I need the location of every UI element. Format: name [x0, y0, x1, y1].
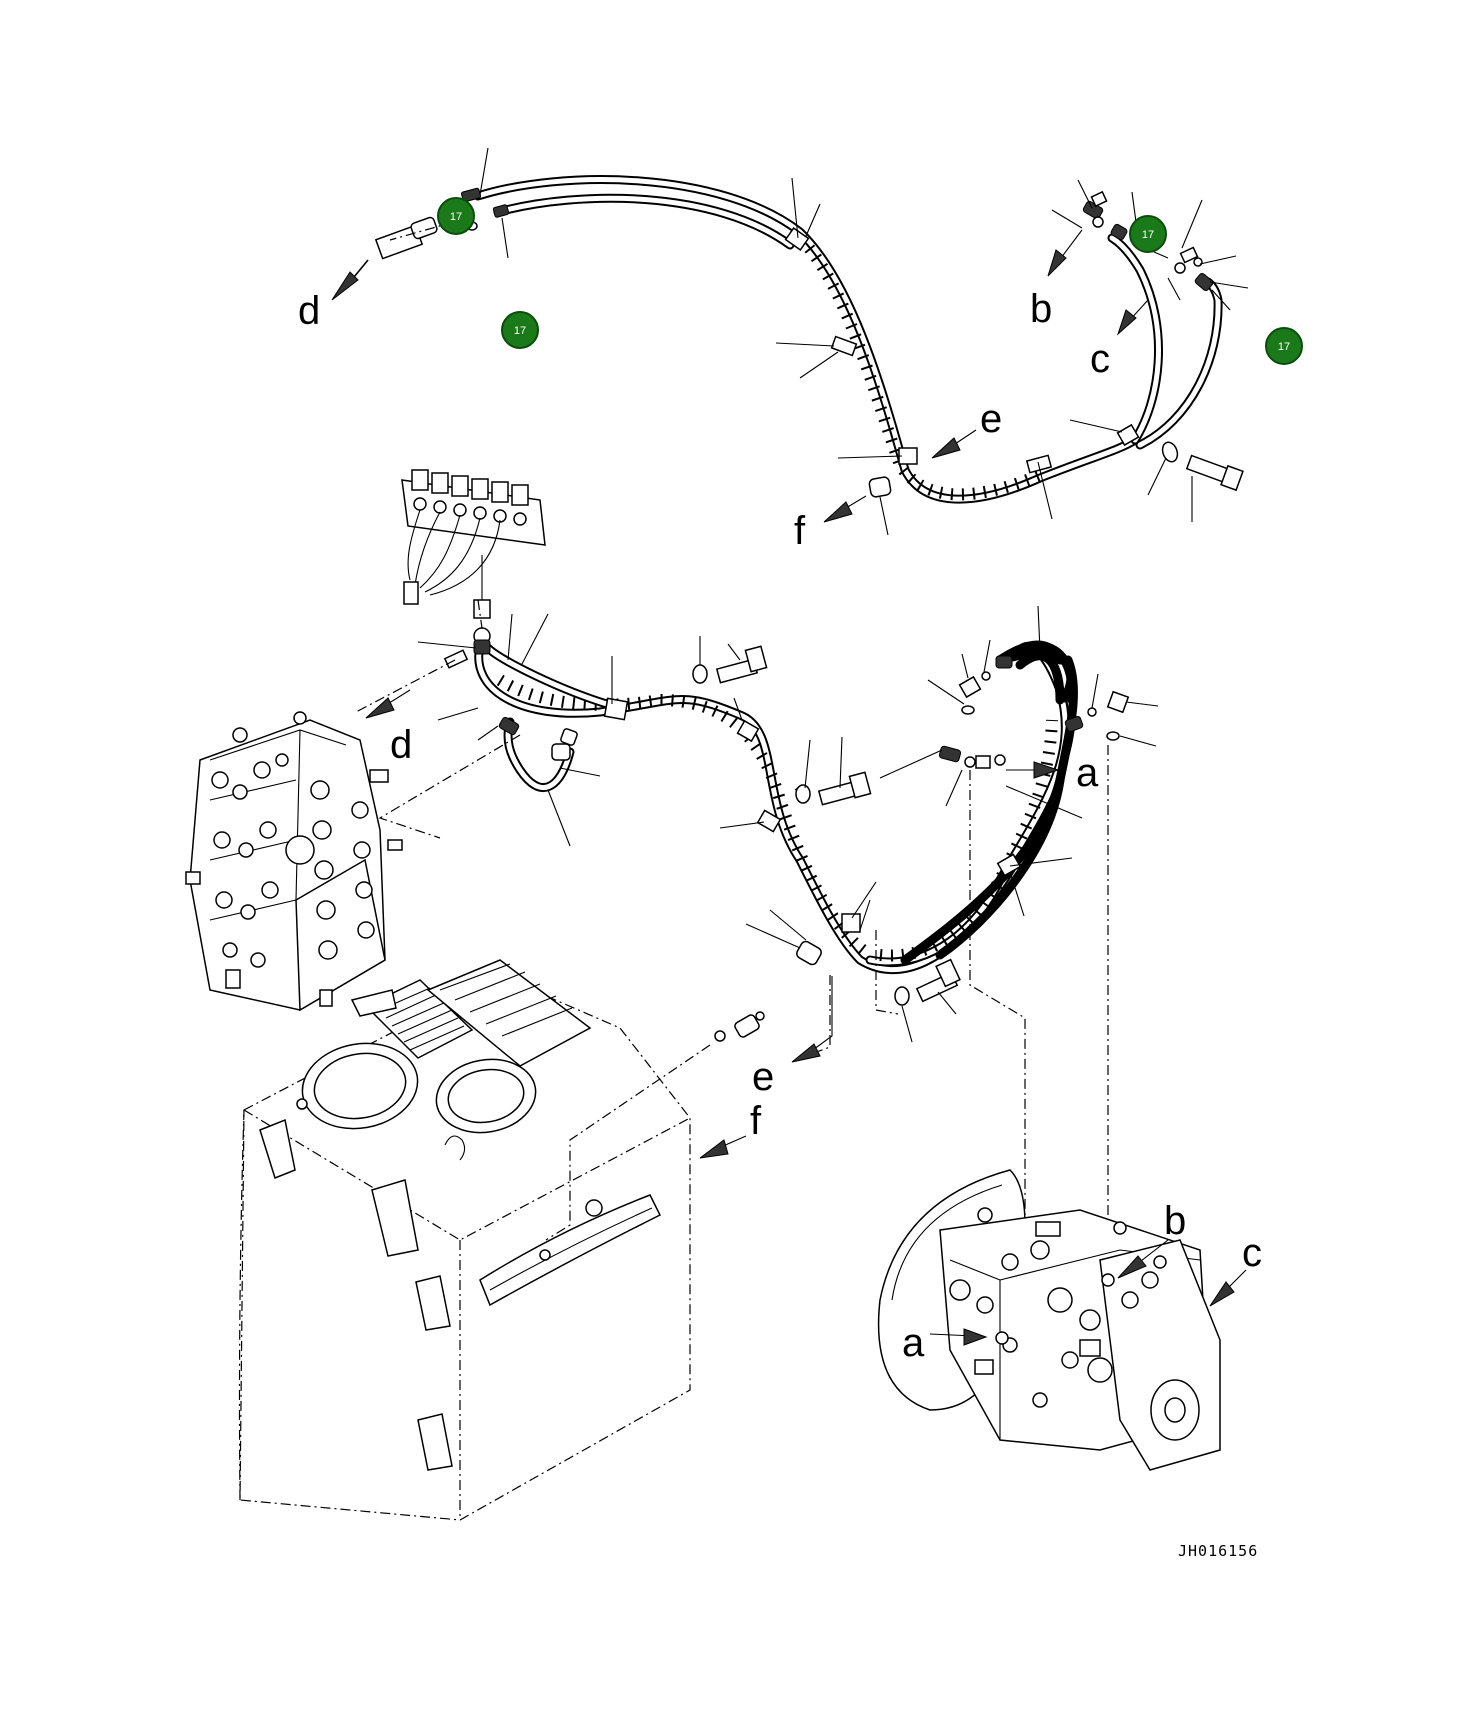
ref-letter-b-upper: b: [1030, 287, 1052, 331]
callout-marker[interactable]: 17: [1265, 327, 1303, 365]
callout-label: 17: [1142, 229, 1154, 241]
hydraulic-tank: [238, 959, 691, 1521]
ref-letter-a-lower: a: [1076, 751, 1099, 795]
reference-letters: d b c e f d a e f b: [298, 229, 1262, 1365]
callout-label: 17: [450, 211, 462, 223]
ref-letter-d-upper: d: [298, 289, 320, 333]
solenoid-valve-assembly: [401, 469, 546, 645]
ref-letter-c-pump: c: [1242, 1231, 1262, 1275]
ref-letter-e-upper: e: [980, 397, 1002, 441]
ref-letter-f-upper: f: [794, 509, 806, 553]
upper-hose-assembly: [374, 147, 1249, 536]
lower-hose-assembly: [355, 221, 1159, 1270]
ref-letter-d-lower: d: [390, 723, 412, 767]
ref-letter-e-lower: e: [752, 1055, 774, 1099]
ref-letter-c-upper: c: [1090, 337, 1110, 381]
callout-marker[interactable]: 17: [1129, 215, 1167, 253]
control-valve: [185, 711, 403, 1012]
ref-letter-a-pump: a: [902, 1321, 925, 1365]
callout-marker[interactable]: 17: [501, 311, 539, 349]
ref-letter-b-pump: b: [1164, 1199, 1186, 1243]
drawing-code: JH016156: [1178, 1542, 1258, 1560]
callout-marker[interactable]: 17: [437, 197, 475, 235]
hydraulic-pump: [877, 1169, 1221, 1471]
ref-letter-f-lower: f: [750, 1099, 762, 1143]
callout-label: 17: [1278, 341, 1290, 353]
callout-label: 17: [514, 325, 526, 337]
